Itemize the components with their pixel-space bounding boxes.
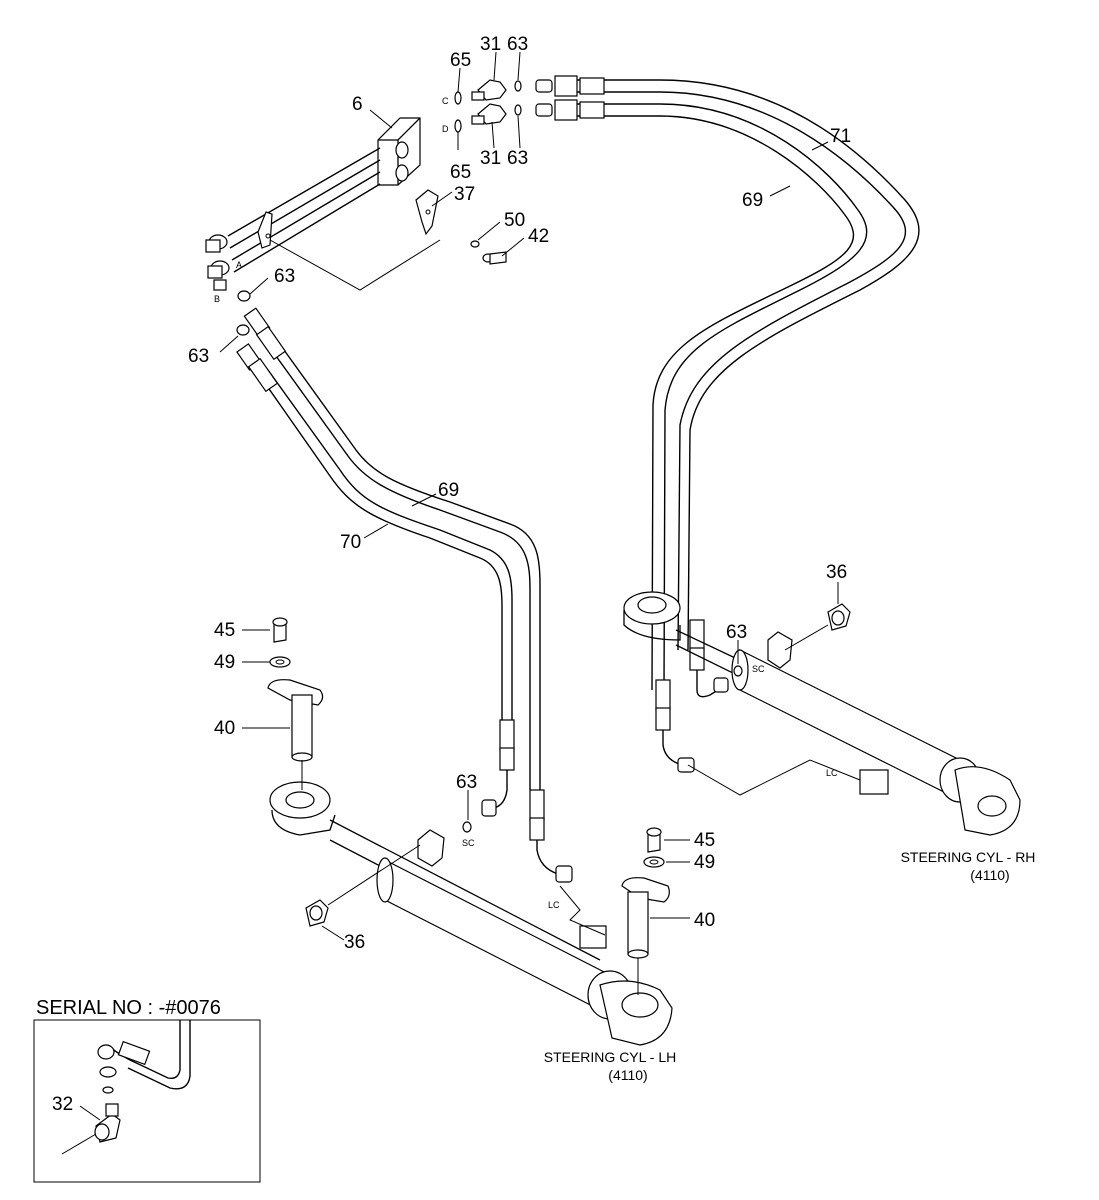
tag-sc-left: SC <box>462 838 475 848</box>
callout-69-left: 69 <box>438 480 459 501</box>
hose-70 <box>259 369 513 730</box>
pin-assembly-left <box>267 617 324 790</box>
plug-36-rh <box>784 603 851 651</box>
callout-69-right: 69 <box>742 190 763 211</box>
pipe-clamp <box>257 211 273 249</box>
inset-serial-title: SERIAL NO : -#0076 <box>36 997 221 1019</box>
hose-71 <box>575 79 920 651</box>
callout-63-a: 63 <box>274 266 295 287</box>
port-letter-b: B <box>214 294 220 304</box>
plug-36-lh <box>305 844 421 927</box>
right-hose-lower-ends <box>655 619 729 773</box>
o-ring-63-rh <box>733 665 743 677</box>
elbow-31 <box>471 79 507 125</box>
callout-45-left: 45 <box>214 620 235 641</box>
callout-36-right: 36 <box>826 562 847 583</box>
callout-49-right: 49 <box>694 852 715 873</box>
serial-inset <box>33 1019 261 1183</box>
callout-45-right: 45 <box>694 830 715 851</box>
callout-37: 37 <box>454 184 475 205</box>
caption-lh-code: (4110) <box>608 1067 647 1083</box>
pin-assembly-right <box>621 827 670 995</box>
port-letter-d: D <box>442 124 449 134</box>
bolt-42 <box>482 251 507 265</box>
hose-69-right <box>575 103 868 691</box>
captions: STEERING CYL - RH (4110) STEERING CYL - … <box>544 849 1036 1083</box>
callout-6: 6 <box>352 94 363 115</box>
caption-rh-name: STEERING CYL - RH <box>901 849 1036 865</box>
callout-labels: 31 63 65 31 63 65 6 37 50 42 63 63 71 69… <box>52 34 851 1115</box>
port-letter-a: A <box>236 260 242 270</box>
callout-65-top: 65 <box>450 50 471 71</box>
bracket-line <box>269 239 441 291</box>
callout-49-left: 49 <box>214 652 235 673</box>
o-ring-63-lh <box>462 821 472 833</box>
port-letter-c: C <box>442 96 449 106</box>
left-pipes-top <box>227 147 381 273</box>
callout-63-top: 63 <box>507 34 528 55</box>
caption-rh-code: (4110) <box>970 867 1009 883</box>
callout-36-left: 36 <box>344 932 365 953</box>
callout-63-right: 63 <box>726 622 747 643</box>
callout-31-bottom: 31 <box>480 148 501 169</box>
callout-31-top: 31 <box>480 34 501 55</box>
left-hose-upper-fittings <box>236 307 287 393</box>
callout-50: 50 <box>504 210 525 231</box>
hose-69-left <box>275 349 541 790</box>
callout-65-bottom: 65 <box>450 162 471 183</box>
callout-63-b: 63 <box>188 346 209 367</box>
callout-42: 42 <box>528 226 549 247</box>
callout-40-left: 40 <box>214 718 235 739</box>
fittings-ab <box>205 234 230 291</box>
steering-cylinder-lh <box>269 781 673 1046</box>
tag-lc-left: LC <box>548 900 560 910</box>
caption-lh-name: STEERING CYL - LH <box>544 1049 677 1065</box>
callout-63-lc: 63 <box>456 772 477 793</box>
callout-32: 32 <box>52 1094 73 1115</box>
valve-block-6 <box>377 117 421 186</box>
callout-40-right: 40 <box>694 910 715 931</box>
leader-lines <box>219 51 839 941</box>
callout-70: 70 <box>340 532 361 553</box>
right-hose-fittings <box>535 75 605 121</box>
steering-cylinder-rh <box>623 591 1021 836</box>
callout-63-bottom: 63 <box>507 148 528 169</box>
tag-lc-right: LC <box>826 768 838 778</box>
left-hose-lower-ends <box>481 719 573 883</box>
bracket-37 <box>415 189 439 236</box>
o-rings-top <box>236 80 522 336</box>
washer-50 <box>470 240 480 248</box>
small-tags: A B C D SC LC SC LC <box>214 96 838 910</box>
tag-sc-right: SC <box>752 664 765 674</box>
callout-71: 71 <box>830 126 851 147</box>
